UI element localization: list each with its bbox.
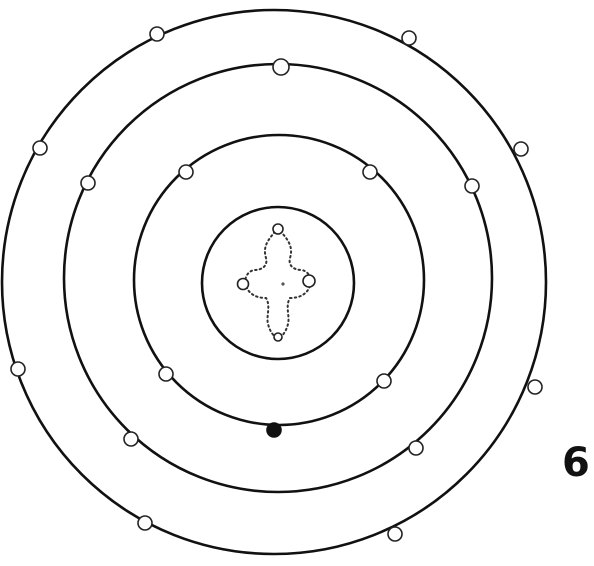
electron-shell2 xyxy=(377,374,391,388)
electron-shell4 xyxy=(388,527,402,541)
electron-shell4 xyxy=(33,141,47,155)
cloud-top-lobe xyxy=(245,228,310,338)
electron-shell3 xyxy=(465,179,479,193)
electron-shell4 xyxy=(150,27,164,41)
orbit-outermost xyxy=(2,10,546,554)
nucleus-center xyxy=(281,282,284,285)
electron-shell2 xyxy=(363,165,377,179)
electron-shell2 xyxy=(159,367,173,381)
electron-cloud-right xyxy=(303,275,315,287)
figure-number: 6 xyxy=(562,443,590,483)
electron-shell4 xyxy=(514,142,528,156)
electron-shell4 xyxy=(11,362,25,376)
electrons-group xyxy=(11,27,542,541)
electron-shell3 xyxy=(124,432,138,446)
electron-shell3 xyxy=(273,59,289,75)
electron-shell2-marked xyxy=(267,423,281,437)
electron-shell4 xyxy=(528,380,542,394)
electron-shell3 xyxy=(409,441,423,455)
central-electron-cloud xyxy=(245,228,310,338)
electron-cloud-top xyxy=(273,224,283,234)
electron-shell4 xyxy=(402,31,416,45)
electron-shell3 xyxy=(81,176,95,190)
electron-shell4 xyxy=(138,516,152,530)
electron-shell2 xyxy=(179,165,193,179)
electron-cloud-bottom xyxy=(274,333,282,341)
electron-cloud-left xyxy=(238,279,249,290)
